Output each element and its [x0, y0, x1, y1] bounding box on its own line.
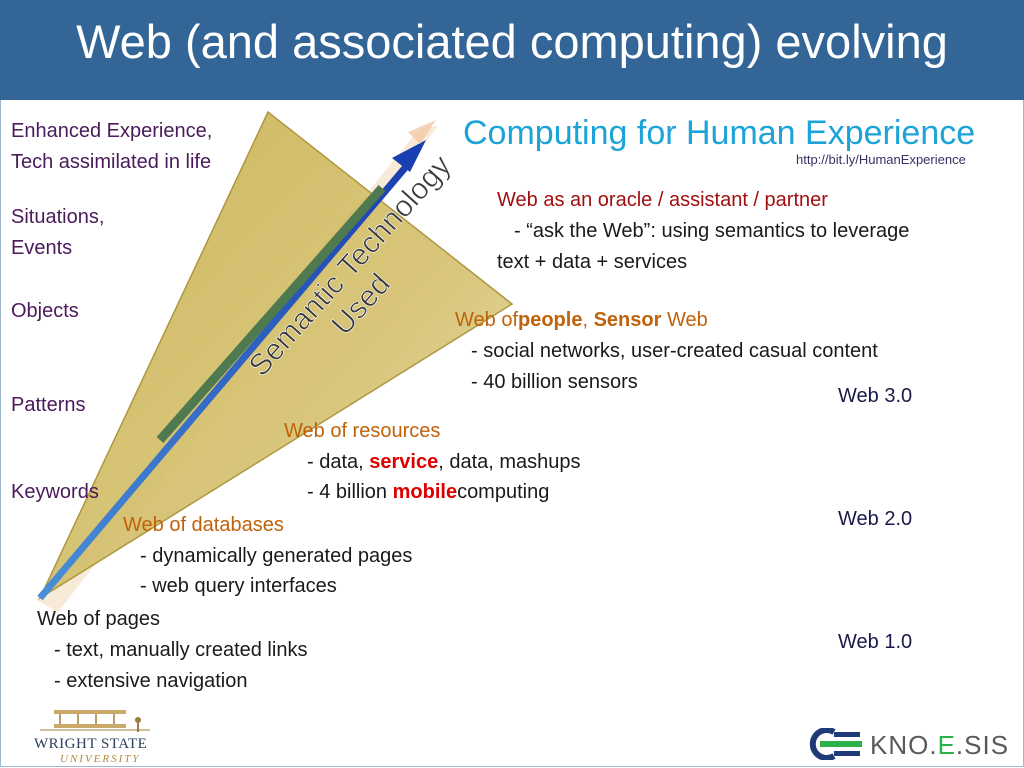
stage-pages-line2: - extensive navigation [54, 670, 248, 692]
stage-oracle-title: Web as an oracle / assistant / partner [497, 189, 828, 211]
level-situations-1: Situations, [11, 206, 105, 228]
knoesis-wordmark-post: .SIS [955, 730, 1010, 760]
level-patterns: Patterns [11, 394, 86, 416]
knoesis-e-icon [809, 728, 862, 760]
subtitle: Computing for Human Experience [463, 114, 976, 152]
evolution-arrow-head [392, 140, 426, 172]
knoesis-wordmark-mid: E [937, 730, 956, 760]
stage-people-suffix: Web [661, 309, 708, 331]
source-url[interactable]: http://bit.ly/HumanExperience [796, 152, 966, 167]
version-web2: Web 2.0 [838, 508, 913, 530]
stage-resources-line2: - 4 billion mobilecomputing [307, 479, 549, 505]
stage-resources-l1-bold: service [369, 451, 439, 473]
stage-people-line1: - social networks, user-created casual c… [471, 340, 878, 362]
stage-resources-l2-pre: - 4 billion [307, 481, 393, 503]
level-enhanced-1: Enhanced Experience, [11, 120, 213, 142]
knoesis-wordmark-pre: KNO. [870, 730, 938, 760]
stage-resources-l2-post: computing [457, 481, 550, 503]
version-web1: Web 1.0 [838, 631, 913, 653]
evolution-arrow-shaft [37, 159, 413, 601]
stage-oracle-line1: - “ask the Web”: using semantics to leve… [514, 220, 910, 242]
stage-databases-line1: - dynamically generated pages [140, 545, 413, 567]
stage-resources-l1-pre: - data, [307, 451, 370, 473]
wright-flyer-icon [40, 710, 150, 732]
slide-title: Web (and associated computing) evolving [76, 15, 948, 68]
level-enhanced-2: Tech assimilated in life [11, 151, 212, 173]
stage-databases-title: Web of databases [123, 514, 284, 536]
title-bar: Web (and associated computing) evolving [0, 0, 1024, 100]
stage-people-sep: , [582, 309, 594, 331]
semantic-bar [156, 185, 386, 443]
stage-pages-title: Web of pages [37, 608, 161, 630]
semantic-triangle [38, 110, 514, 600]
stage-pages-line1: - text, manually created links [54, 639, 308, 661]
stage-people-bold1: people [518, 309, 583, 331]
level-situations-2: Events [11, 237, 73, 259]
stage-resources-l1-post: , data, mashups [438, 451, 581, 473]
knoesis-wordmark: KNO.E.SIS [870, 730, 1009, 760]
version-web3: Web 3.0 [838, 385, 913, 407]
level-objects: Objects [11, 300, 79, 322]
stage-people-line2: - 40 billion sensors [471, 371, 638, 393]
stage-people-title: Web ofpeople, Sensor Web [455, 307, 708, 333]
wright-state-name: WRIGHT STATE [34, 736, 148, 752]
stage-resources-l2-bold: mobile [392, 481, 458, 503]
stage-oracle-line2: text + data + services [497, 251, 688, 273]
stage-people-bold2: Sensor [593, 309, 662, 331]
wright-state-university: UNIVERSITY [60, 753, 141, 765]
stage-people-prefix: Web of [455, 309, 518, 331]
stage-resources-line1: - data, service, data, mashups [307, 449, 581, 475]
light-arrow-head [408, 120, 436, 144]
stage-resources-title: Web of resources [284, 420, 441, 442]
stage-databases-line2: - web query interfaces [140, 575, 337, 597]
level-keywords: Keywords [11, 481, 99, 503]
wright-state-logo: WRIGHT STATE UNIVERSITY [30, 708, 160, 765]
